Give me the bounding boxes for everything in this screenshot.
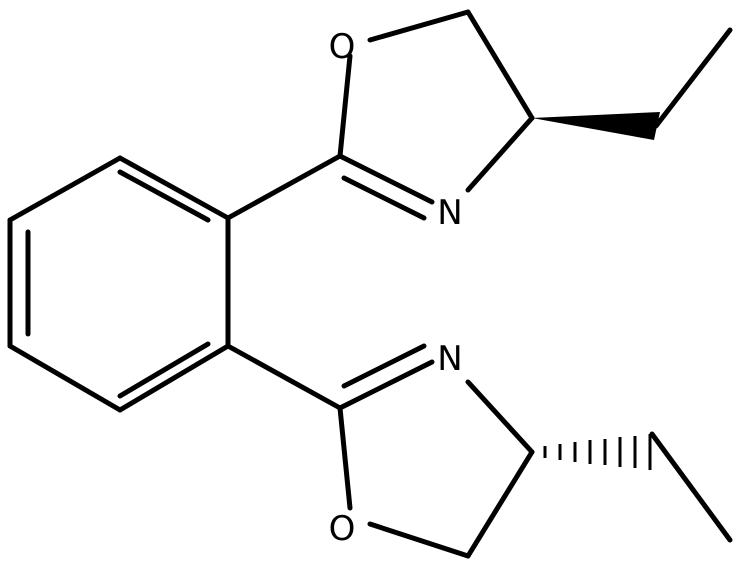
ethyl-bond-bottom — [649, 431, 733, 543]
bottom-oxazoline-ring — [225, 343, 733, 559]
c4-n-bond-top — [465, 115, 535, 193]
atom-n-bottom: N — [437, 339, 462, 379]
c2-o-bond-top — [337, 53, 353, 159]
benzene-bond-4 — [7, 343, 123, 413]
atom-n-top: N — [437, 193, 462, 233]
atom-label-n-top: N — [437, 193, 462, 233]
benzene-inner-bond-3 — [117, 341, 211, 399]
c2-o-bond-bottom — [337, 405, 353, 511]
atom-label-n-bottom: N — [437, 339, 462, 379]
atom-o-top: O — [329, 27, 356, 67]
c2-n-bond-top — [337, 153, 435, 205]
aryl-c2-bond-top — [225, 153, 343, 221]
ethyl-bond-top — [653, 27, 733, 129]
c4-n-bond-bottom — [465, 379, 535, 455]
benzene-bond-2 — [7, 155, 123, 223]
c2-n-double-bond-bottom — [341, 343, 427, 389]
top-oxazoline-ring — [225, 9, 733, 221]
c5-c4-bond-top — [465, 9, 535, 121]
wedge-bond-top — [532, 112, 660, 140]
atom-label-o-top: O — [329, 27, 356, 67]
aryl-c2-bond-bottom — [225, 343, 343, 411]
benzene-inner-bond-1 — [117, 169, 211, 223]
c2-n-double-bond-top — [341, 175, 427, 221]
atom-label-o-bottom: O — [329, 509, 356, 549]
c2-n-bond-bottom — [337, 359, 435, 411]
o-c5-bond-top — [367, 9, 471, 43]
atom-o-bottom: O — [329, 509, 356, 549]
hash-bond-bottom — [543, 434, 652, 470]
benzene-bond-5 — [117, 343, 231, 413]
o-c5-bond-bottom — [367, 521, 471, 559]
benzene-bond-1 — [117, 155, 231, 221]
c5-c4-bond-bottom — [465, 449, 535, 559]
benzene-ring — [7, 155, 231, 413]
